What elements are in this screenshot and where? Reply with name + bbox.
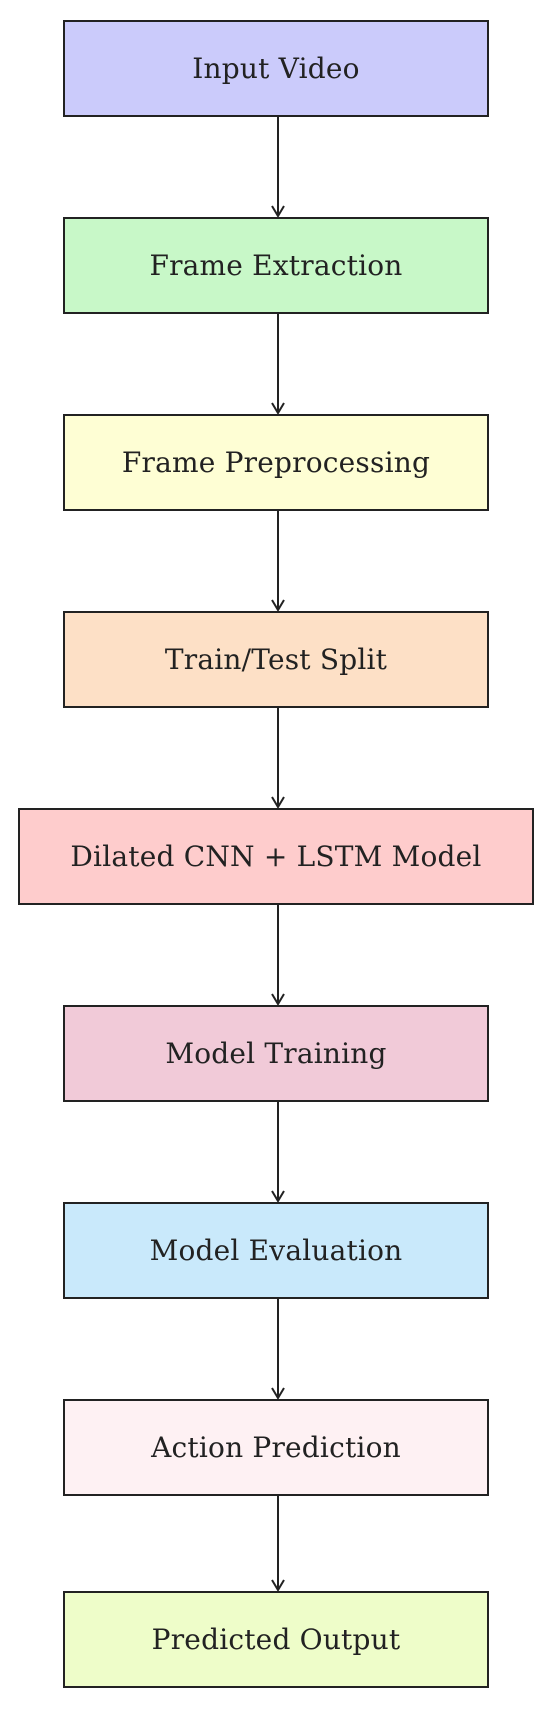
node-action-prediction: Action Prediction — [63, 1399, 489, 1496]
node-frame-extraction: Frame Extraction — [63, 217, 489, 314]
node-input-video: Input Video — [63, 20, 489, 117]
arrow-4 — [271, 708, 285, 809]
node-dilated-cnn-lstm-model: Dilated CNN + LSTM Model — [18, 808, 534, 905]
arrow-5 — [271, 905, 285, 1006]
arrow-3 — [271, 511, 285, 612]
arrow-head-icon — [271, 205, 285, 218]
node-model-training: Model Training — [63, 1005, 489, 1102]
arrow-head-icon — [271, 796, 285, 809]
arrow-8 — [271, 1496, 285, 1592]
arrow-head-icon — [271, 993, 285, 1006]
arrow-head-icon — [271, 1387, 285, 1400]
arrow-head-icon — [271, 402, 285, 415]
node-frame-preprocessing: Frame Preprocessing — [63, 414, 489, 511]
arrow-2 — [271, 314, 285, 415]
arrow-7 — [271, 1299, 285, 1400]
arrow-head-icon — [271, 1579, 285, 1592]
arrow-6 — [271, 1102, 285, 1203]
node-predicted-output: Predicted Output — [63, 1591, 489, 1688]
node-model-evaluation: Model Evaluation — [63, 1202, 489, 1299]
arrow-head-icon — [271, 599, 285, 612]
node-train-test-split: Train/Test Split — [63, 611, 489, 708]
arrow-head-icon — [271, 1190, 285, 1203]
arrow-1 — [271, 117, 285, 218]
